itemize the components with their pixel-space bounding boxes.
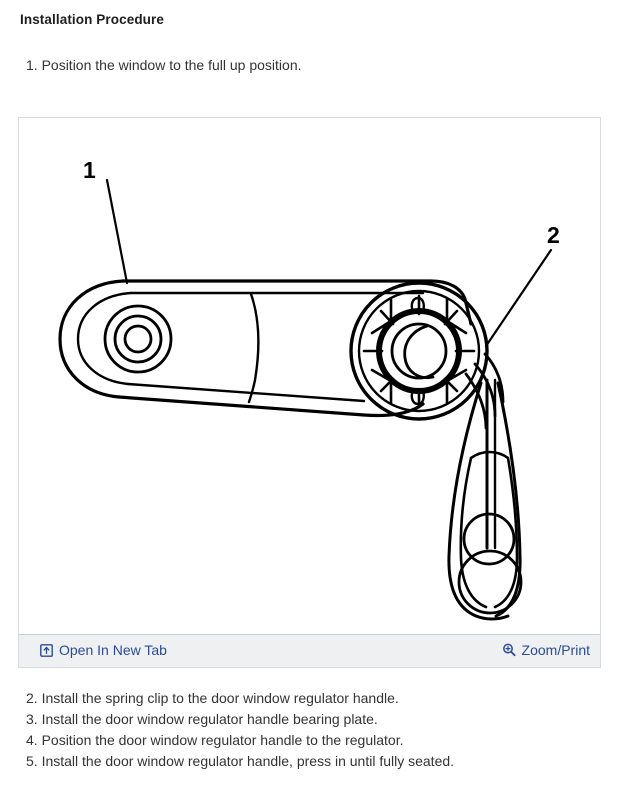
page-title: Installation Procedure (20, 12, 164, 27)
open-in-new-tab-button[interactable]: Open In New Tab (39, 642, 167, 658)
instruction-step-2: 2. Install the spring clip to the door w… (26, 690, 399, 706)
magnifier-plus-icon (502, 643, 517, 658)
figure-action-bar: Open In New Tab Zoom/Print (19, 634, 600, 667)
callout-1-group: 1 (83, 157, 129, 285)
instruction-step-4: 4. Position the door window regulator ha… (26, 732, 404, 748)
zoom-print-button[interactable]: Zoom/Print (502, 642, 590, 658)
instruction-step-1: 1. Position the window to the full up po… (26, 57, 302, 73)
instruction-step-3: 3. Install the door window regulator han… (26, 711, 378, 727)
zoom-print-label: Zoom/Print (521, 642, 590, 658)
figure-panel: 1 2 Open In New Tab (18, 117, 601, 668)
callout-1-label: 1 (83, 157, 96, 183)
open-in-new-tab-label: Open In New Tab (59, 642, 167, 658)
open-in-new-window-icon (39, 643, 54, 658)
instruction-steps-list: 2. Install the spring clip to the door w… (26, 688, 606, 772)
callout-2-group: 2 (484, 222, 560, 348)
figure-image: 1 2 (19, 118, 600, 634)
callout-2-label: 2 (547, 222, 560, 248)
instruction-step-5: 5. Install the door window regulator han… (26, 753, 455, 769)
